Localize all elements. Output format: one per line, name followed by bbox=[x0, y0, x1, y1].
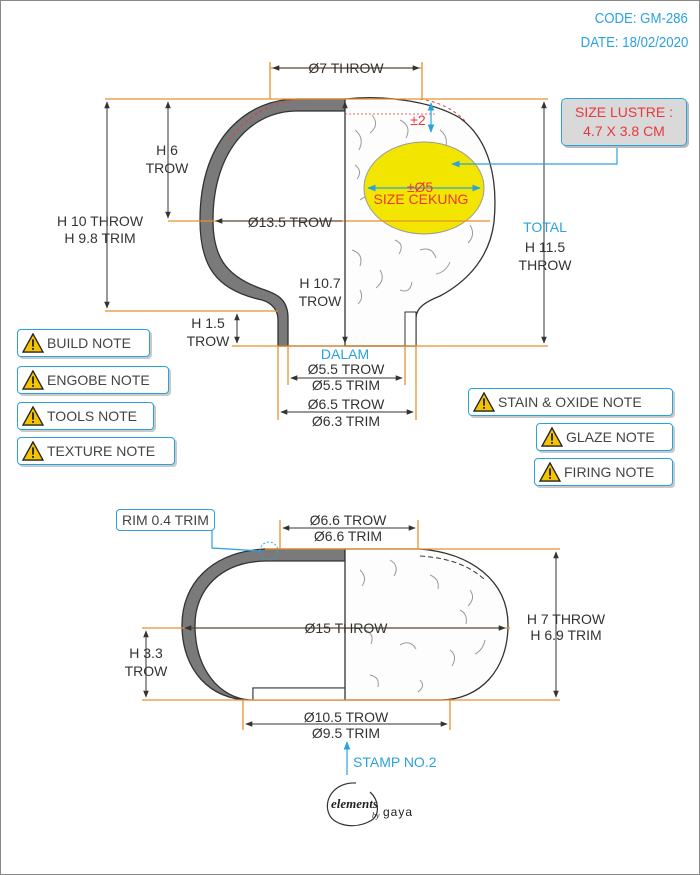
build-note-button[interactable]: BUILD NOTE bbox=[17, 329, 150, 357]
total-h-label: H 11.5 bbox=[525, 239, 565, 255]
build-note-label: BUILD NOTE bbox=[47, 335, 132, 351]
bottom-dia-top-b: Ø6.6 TRIM bbox=[314, 528, 382, 544]
h6-label-a: H 6 bbox=[156, 142, 178, 158]
bottom-view-texture bbox=[359, 559, 486, 693]
tolerance-label: ±2 bbox=[410, 112, 426, 128]
warning-icon bbox=[473, 392, 495, 412]
date-label: DATE: 18/02/2020 bbox=[580, 34, 688, 51]
svg-text:by: by bbox=[372, 811, 380, 820]
h10-label-a: H 10 THROW bbox=[57, 213, 144, 229]
firing-note-button[interactable]: FIRING NOTE bbox=[534, 458, 673, 486]
top-view-rim-dash-left bbox=[228, 98, 301, 141]
bottom-view: Ø6.6 TROW Ø6.6 TRIM Ø15 THROW H 7 THROW … bbox=[125, 512, 606, 775]
bottom-view-textured-half bbox=[344, 548, 509, 701]
bottom-h33-a: H 3.3 bbox=[129, 645, 163, 661]
bottom-base-b: Ø9.5 TRIM bbox=[312, 725, 380, 741]
engobe-note-button[interactable]: ENGOBE NOTE bbox=[17, 366, 169, 394]
top-view-foot-right bbox=[404, 311, 417, 347]
h10-label-b: H 9.8 TRIM bbox=[64, 230, 135, 246]
svg-text:gaya: gaya bbox=[383, 805, 413, 819]
h6-label-b: TROW bbox=[146, 160, 190, 176]
texture-note-label: TEXTURE NOTE bbox=[47, 443, 156, 459]
firing-note-label: FIRING NOTE bbox=[564, 464, 655, 480]
bottom-view-base bbox=[252, 687, 346, 701]
foot-outer-label-b: Ø6.3 TRIM bbox=[312, 413, 380, 429]
warning-icon bbox=[541, 427, 563, 447]
top-view-blue-arrows bbox=[367, 102, 618, 192]
foot-outer-label-a: Ø6.5 TROW bbox=[308, 396, 386, 412]
bottom-h7-a: H 7 THROW bbox=[527, 611, 606, 627]
bottom-h33-b: TROW bbox=[125, 663, 169, 679]
glaze-note-button[interactable]: GLAZE NOTE bbox=[536, 423, 673, 451]
glaze-note-label: GLAZE NOTE bbox=[566, 429, 655, 445]
engobe-note-label: ENGOBE NOTE bbox=[47, 372, 150, 388]
stain-oxide-note-button[interactable]: STAIN & OXIDE NOTE bbox=[468, 388, 673, 416]
stamp-label: STAMP NO.2 bbox=[353, 754, 437, 770]
svg-text:elements: elements bbox=[331, 796, 378, 811]
top-view-rim-dash-right bbox=[419, 98, 467, 123]
top-view-dim-arrows bbox=[104, 65, 547, 415]
bottom-view-rim-dash bbox=[419, 555, 486, 581]
bottom-dia-top-a: Ø6.6 TROW bbox=[310, 512, 388, 528]
size-lustre-value: 4.7 X 3.8 CM bbox=[583, 123, 665, 139]
foot-inner-label-a: Ø5.5 TROW bbox=[308, 361, 386, 377]
h15-label-b: TROW bbox=[187, 333, 231, 349]
warning-icon bbox=[539, 462, 561, 482]
dalam-label: DALAM bbox=[321, 346, 369, 362]
warning-icon bbox=[22, 441, 44, 461]
total-label: TOTAL bbox=[523, 219, 567, 235]
bottom-view-blue-lines bbox=[211, 530, 351, 775]
tools-note-button[interactable]: TOOLS NOTE bbox=[17, 402, 154, 430]
rim-label: RIM 0.4 TRIM bbox=[116, 509, 215, 531]
size-lustre-title: SIZE LUSTRE : bbox=[574, 104, 674, 120]
h15-label-a: H 1.5 bbox=[191, 315, 225, 331]
dia-top-label: Ø7 THROW bbox=[308, 60, 384, 76]
texture-note-button[interactable]: TEXTURE NOTE bbox=[17, 437, 175, 465]
tools-note-label: TOOLS NOTE bbox=[47, 408, 137, 424]
foot-inner-label-b: Ø5.5 TRIM bbox=[312, 377, 380, 393]
total-throw-label: THROW bbox=[519, 257, 573, 273]
warning-icon bbox=[22, 370, 44, 390]
h107-label-b: TROW bbox=[299, 293, 343, 309]
bottom-h7-b: H 6.9 TRIM bbox=[530, 627, 601, 643]
dia-mid-label: Ø13.5 TROW bbox=[248, 214, 333, 230]
cekung-dia-label: ±Ø5 bbox=[407, 179, 434, 195]
bottom-dia-mid: Ø15 THROW bbox=[305, 620, 389, 636]
top-view: Ø7 THROW ±2 H 6 TROW H 10 THROW H 9.8 TR… bbox=[57, 60, 618, 429]
size-lustre-box: SIZE LUSTRE : 4.7 X 3.8 CM bbox=[561, 98, 687, 146]
elements-by-gaya-logo: elements by gaya bbox=[326, 782, 413, 827]
bottom-base-a: Ø10.5 TROW bbox=[304, 709, 389, 725]
h107-label-a: H 10.7 bbox=[299, 275, 340, 291]
code-label: CODE: GM-286 bbox=[594, 10, 688, 27]
stain-oxide-note-label: STAIN & OXIDE NOTE bbox=[498, 394, 642, 410]
bottom-view-dim-arrows bbox=[143, 525, 559, 727]
warning-icon bbox=[22, 406, 44, 426]
cekung-size-label: SIZE CEKUNG bbox=[374, 191, 469, 207]
warning-icon bbox=[22, 333, 44, 353]
